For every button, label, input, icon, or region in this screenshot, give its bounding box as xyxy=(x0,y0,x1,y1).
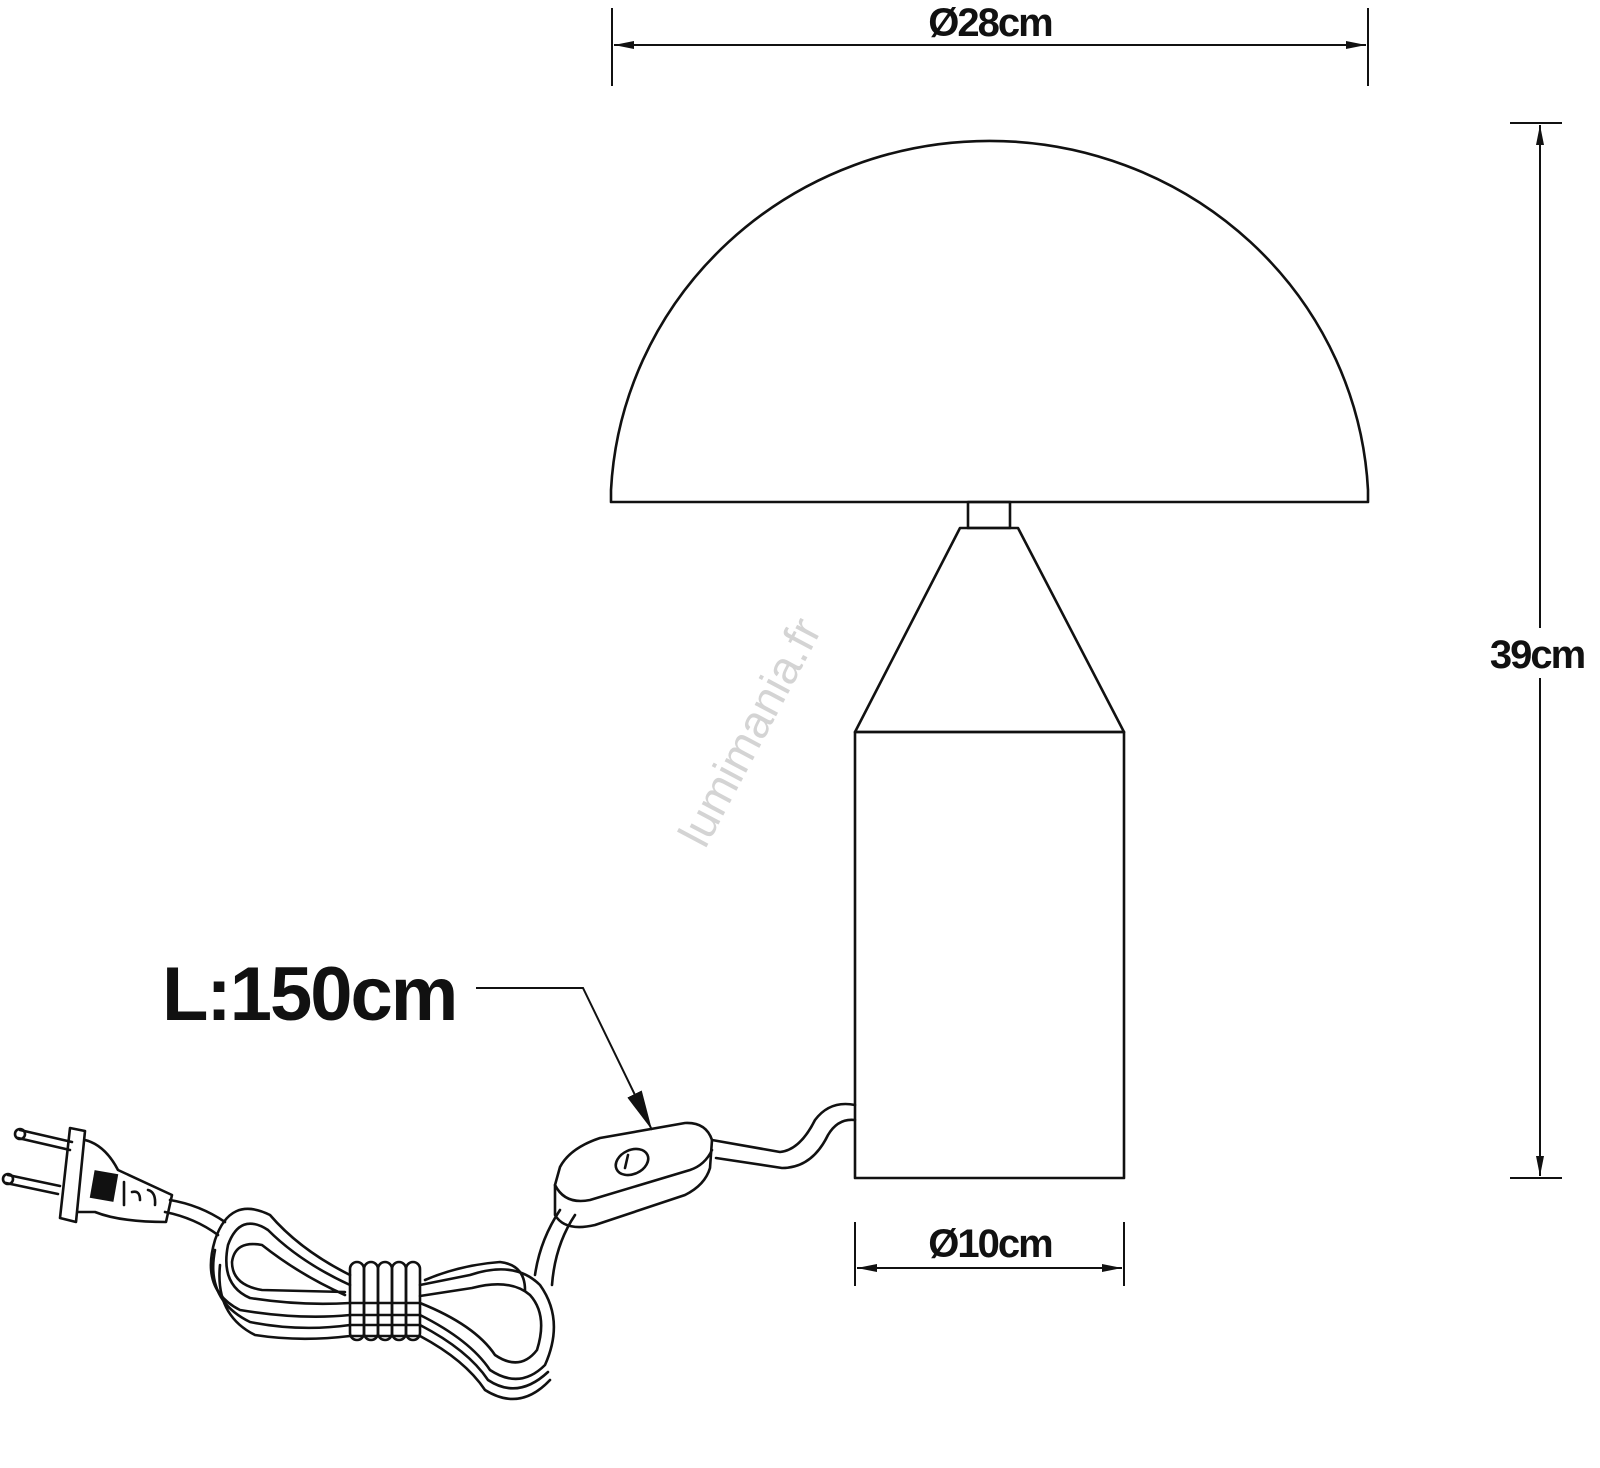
inline-switch xyxy=(553,1121,714,1229)
plug xyxy=(1,1126,174,1224)
cable-length-label: L:150cm xyxy=(162,952,456,1037)
watermark: lumimania.fr xyxy=(668,609,832,855)
lamp-cone xyxy=(853,526,1126,734)
base-diameter-dimension: Ø10cm xyxy=(854,1222,1125,1286)
lamp-neck xyxy=(966,500,1012,530)
shade-diameter-label: Ø28cm xyxy=(928,1,1052,45)
height-label: 39cm xyxy=(1490,633,1585,677)
lamp-base xyxy=(853,730,1126,1180)
shade-diameter-dimension: Ø28cm xyxy=(611,1,1369,86)
coiled-cable xyxy=(209,1207,556,1401)
cable-wrap xyxy=(348,1260,422,1342)
switch-toggle-icon xyxy=(614,1147,650,1177)
base-diameter-label: Ø10cm xyxy=(928,1222,1052,1266)
height-dimension: 39cm xyxy=(1490,122,1587,1179)
cable-length-callout: L:150cm xyxy=(162,952,653,1131)
lamp-shade xyxy=(609,139,1370,504)
power-cord xyxy=(710,1102,857,1170)
